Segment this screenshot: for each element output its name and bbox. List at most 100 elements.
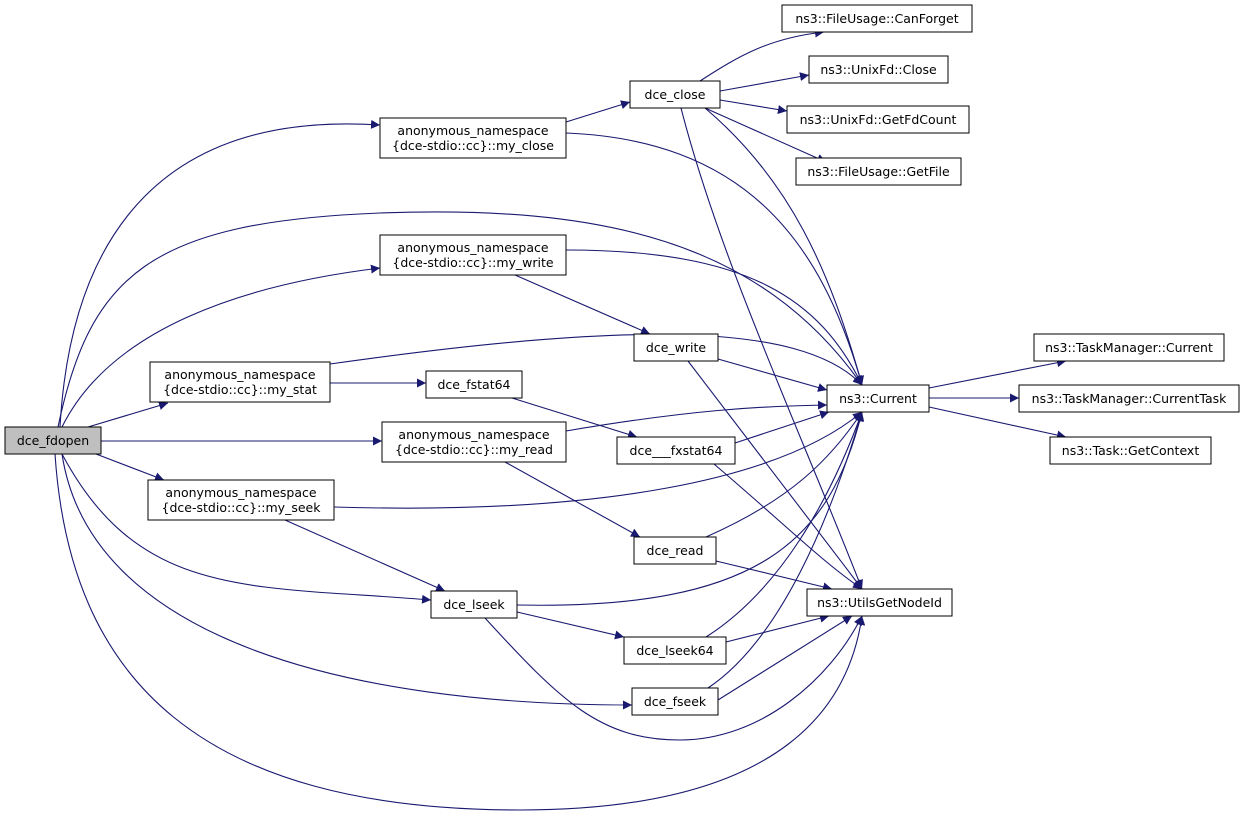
node-label: dce_lseek (443, 597, 505, 612)
node-box[interactable] (633, 333, 719, 362)
node-box[interactable] (623, 636, 727, 665)
node-box[interactable] (806, 588, 953, 617)
node-task-getcontext[interactable]: ns3::Task::GetContext (1049, 436, 1212, 465)
node-box[interactable] (381, 421, 567, 463)
node-dce-close[interactable]: dce_close (629, 80, 721, 109)
node-box[interactable] (147, 479, 335, 521)
node-ns3-current[interactable]: ns3::Current (826, 384, 930, 413)
node-label: dce_fstat64 (437, 377, 510, 392)
edge-dce-close-to-utils-getnodeid (680, 107, 863, 590)
edge-dce---fxstat64-to-ns3-current (734, 410, 830, 444)
node-label: dce_lseek64 (636, 643, 713, 658)
node-dce-read[interactable]: dce_read (633, 536, 717, 565)
node-label: dce_close (645, 87, 706, 102)
edge-dce-fdopen-to-utils-getnodeid (54, 453, 866, 811)
node-box[interactable] (826, 384, 930, 413)
node-dce-lseek[interactable]: dce_lseek (430, 590, 518, 619)
node-label: {dce-stdio::cc}::my_seek (162, 500, 322, 515)
edge-dce-fdopen-to-my-close (59, 119, 381, 428)
edge-dce-fstat64-to-dce---fxstat64 (511, 397, 638, 439)
node-label: {dce-stdio::cc}::my_close (392, 138, 554, 153)
node-box[interactable] (808, 55, 949, 84)
edge-dce-fdopen-to-my-stat (87, 401, 169, 428)
node-dce-fstat64[interactable]: dce_fstat64 (425, 370, 523, 399)
edge-my-write-to-dce-write (514, 274, 651, 335)
edge-ns3-current-to-tm-current (928, 358, 1067, 389)
node-dce-lseek64[interactable]: dce_lseek64 (623, 636, 727, 665)
node-utils-getnodeid[interactable]: ns3::UtilsGetNodeId (806, 588, 953, 617)
node-label: anonymous_namespace (398, 427, 549, 442)
node-box[interactable] (616, 436, 736, 465)
node-dce-fseek[interactable]: dce_fseek (631, 687, 719, 716)
node-label: anonymous_namespace (397, 240, 548, 255)
edge-my-read-to-ns3-current (565, 400, 828, 432)
edge-my-read-to-dce-read (504, 461, 641, 538)
node-box[interactable] (149, 361, 331, 403)
node-label: anonymous_namespace (164, 367, 315, 382)
edge-dce-close-to-unixfd-close (719, 72, 810, 92)
node-label: dce___fxstat64 (630, 443, 723, 458)
node-label: ns3::TaskManager::CurrentTask (1032, 391, 1227, 406)
node-box[interactable] (1018, 384, 1240, 413)
node-label: {dce-stdio::cc}::my_read (395, 442, 553, 457)
edge-dce-close-to-ns3-current (704, 107, 864, 386)
edge-dce-close-to-unixfd-getfdcount (719, 99, 788, 114)
node-label: ns3::FileUsage::GetFile (807, 164, 950, 179)
node-tm-current[interactable]: ns3::TaskManager::Current (1033, 333, 1225, 362)
edge-dce-fdopen-to-dce-lseek (61, 453, 432, 604)
node-box[interactable] (631, 687, 719, 716)
edge-dce-write-to-utils-getnodeid (687, 360, 863, 590)
node-unixfd-getfdcount[interactable]: ns3::UnixFd::GetFdCount (786, 105, 970, 134)
node-box[interactable] (629, 80, 721, 109)
node-my-read[interactable]: anonymous_namespace{dce-stdio::cc}::my_r… (381, 421, 567, 463)
node-label: dce_write (646, 340, 706, 355)
edge-my-seek-to-dce-lseek (284, 519, 446, 592)
edge-dce---fxstat64-to-utils-getnodeid (713, 463, 863, 590)
nodes-layer: dce_fdopenanonymous_namespace{dce-stdio:… (4, 4, 1240, 716)
node-label: dce_fseek (644, 694, 707, 709)
node-box[interactable] (781, 4, 973, 33)
node-fu-canforget[interactable]: ns3::FileUsage::CanForget (781, 4, 973, 33)
edge-dce-fdopen-to-my-seek (95, 453, 165, 481)
edge-dce-write-to-ns3-current (717, 358, 828, 392)
node-fu-getfile[interactable]: ns3::FileUsage::GetFile (795, 157, 962, 186)
node-box[interactable] (379, 117, 567, 159)
edge-dce-read-to-ns3-current (705, 411, 863, 538)
node-label: {dce-stdio::cc}::my_write (392, 255, 554, 270)
node-dce-write[interactable]: dce_write (633, 333, 719, 362)
edge-my-close-to-ns3-current (565, 132, 864, 386)
node-box[interactable] (1033, 333, 1225, 362)
node-label: ns3::TaskManager::Current (1045, 340, 1213, 355)
edge-dce-close-to-fu-canforget (699, 28, 825, 82)
edge-dce-fseek-to-ns3-current (707, 411, 864, 689)
node-box[interactable] (430, 590, 518, 619)
edge-dce-fdopen-to-ns3-current (57, 211, 863, 428)
node-my-seek[interactable]: anonymous_namespace{dce-stdio::cc}::my_s… (147, 479, 335, 521)
node-box[interactable] (425, 370, 523, 399)
node-my-close[interactable]: anonymous_namespace{dce-stdio::cc}::my_c… (379, 117, 567, 159)
edge-dce-close-to-fu-getfile (704, 107, 827, 163)
node-unixfd-close[interactable]: ns3::UnixFd::Close (808, 55, 949, 84)
node-box[interactable] (633, 536, 717, 565)
node-box[interactable] (4, 426, 102, 455)
edge-dce-fdopen-to-dce-fseek (61, 453, 633, 710)
edge-my-write-to-ns3-current (565, 249, 863, 386)
node-my-stat[interactable]: anonymous_namespace{dce-stdio::cc}::my_s… (149, 361, 331, 403)
edge-dce-fdopen-to-my-write (61, 264, 381, 428)
node-label: ns3::FileUsage::CanForget (795, 11, 958, 26)
node-tm-currenttask[interactable]: ns3::TaskManager::CurrentTask (1018, 384, 1240, 413)
edges-layer (54, 28, 1067, 811)
node-box[interactable] (795, 157, 962, 186)
node-dce---fxstat64[interactable]: dce___fxstat64 (616, 436, 736, 465)
node-label: anonymous_namespace (165, 485, 316, 500)
node-label: ns3::UtilsGetNodeId (817, 595, 942, 610)
node-my-write[interactable]: anonymous_namespace{dce-stdio::cc}::my_w… (379, 234, 567, 276)
node-label: {dce-stdio::cc}::my_stat (163, 382, 317, 397)
node-label: ns3::UnixFd::GetFdCount (800, 112, 957, 127)
node-box[interactable] (1049, 436, 1212, 465)
node-box[interactable] (379, 234, 567, 276)
node-box[interactable] (786, 105, 970, 134)
edge-dce-lseek-to-dce-lseek64 (516, 611, 625, 640)
node-label: dce_fdopen (17, 433, 89, 448)
node-dce-fdopen[interactable]: dce_fdopen (4, 426, 102, 455)
